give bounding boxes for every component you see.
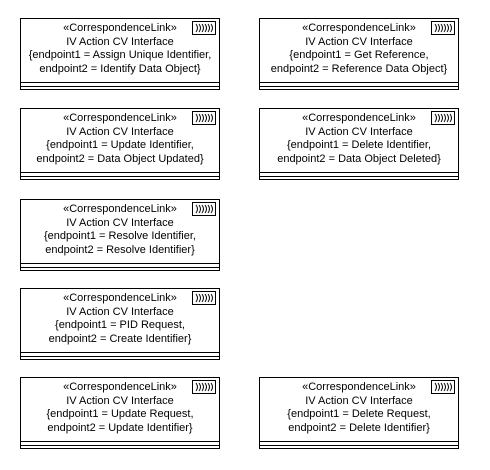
element-name: IV Action CV Interface bbox=[66, 216, 174, 229]
endpoint2-tag: endpoint2 = Reference Data Object} bbox=[270, 62, 448, 75]
compartment-divider bbox=[21, 82, 219, 87]
endpoint1-tag: {endpoint1 = Update Request, bbox=[46, 408, 194, 420]
stereotype-label: «CorrespondenceLink» bbox=[63, 112, 177, 124]
correspondence-link-icon bbox=[431, 380, 455, 394]
endpoint2-tag: endpoint2 = Identify Data Object} bbox=[39, 62, 201, 75]
compartment-divider bbox=[21, 172, 219, 177]
compartment-divider bbox=[260, 172, 458, 177]
correspondence-link-box[interactable]: «CorrespondenceLink» IV Action CV Interf… bbox=[259, 377, 459, 449]
box-label: «CorrespondenceLink» IV Action CV Interf… bbox=[21, 112, 219, 166]
compartment-divider bbox=[260, 82, 458, 87]
correspondence-link-icon bbox=[431, 111, 455, 125]
correspondence-link-box[interactable]: «CorrespondenceLink» IV Action CV Interf… bbox=[259, 18, 459, 90]
correspondence-link-icon bbox=[192, 380, 216, 394]
box-label: «CorrespondenceLink» IV Action CV Interf… bbox=[260, 381, 458, 435]
correspondence-link-box[interactable]: «CorrespondenceLink» IV Action CV Interf… bbox=[20, 108, 220, 180]
element-name: IV Action CV Interface bbox=[66, 305, 174, 318]
compartment-divider bbox=[21, 352, 219, 357]
endpoint1-tag: {endpoint1 = Update Identifier, bbox=[46, 139, 194, 151]
compartment-divider bbox=[260, 441, 458, 446]
correspondence-link-box[interactable]: «CorrespondenceLink» IV Action CV Interf… bbox=[20, 199, 220, 271]
endpoint2-tag: endpoint2 = Delete Identifier} bbox=[288, 421, 430, 434]
correspondence-link-box[interactable]: «CorrespondenceLink» IV Action CV Interf… bbox=[20, 377, 220, 449]
stereotype-label: «CorrespondenceLink» bbox=[63, 203, 177, 215]
element-name: IV Action CV Interface bbox=[66, 394, 174, 407]
endpoint1-tag: {endpoint1 = Delete Request, bbox=[287, 408, 431, 420]
box-label: «CorrespondenceLink» IV Action CV Interf… bbox=[260, 112, 458, 166]
correspondence-link-box[interactable]: «CorrespondenceLink» IV Action CV Interf… bbox=[20, 18, 220, 90]
stereotype-label: «CorrespondenceLink» bbox=[63, 292, 177, 304]
element-name: IV Action CV Interface bbox=[66, 35, 174, 48]
stereotype-label: «CorrespondenceLink» bbox=[63, 22, 177, 34]
box-label: «CorrespondenceLink» IV Action CV Interf… bbox=[21, 292, 219, 346]
correspondence-link-icon bbox=[431, 21, 455, 35]
endpoint2-tag: endpoint2 = Create Identifier} bbox=[48, 332, 192, 345]
endpoint1-tag: {endpoint1 = Assign Unique Identifier, bbox=[28, 49, 212, 61]
stereotype-label: «CorrespondenceLink» bbox=[302, 22, 416, 34]
endpoint2-tag: endpoint2 = Data Object Updated} bbox=[36, 152, 204, 165]
correspondence-link-icon bbox=[192, 111, 216, 125]
element-name: IV Action CV Interface bbox=[305, 125, 413, 138]
box-label: «CorrespondenceLink» IV Action CV Interf… bbox=[21, 22, 219, 76]
box-label: «CorrespondenceLink» IV Action CV Interf… bbox=[21, 203, 219, 257]
correspondence-link-icon bbox=[192, 291, 216, 305]
stereotype-label: «CorrespondenceLink» bbox=[302, 381, 416, 393]
endpoint1-tag: {endpoint1 = Resolve Identifier, bbox=[44, 230, 196, 242]
correspondence-link-icon bbox=[192, 21, 216, 35]
endpoint2-tag: endpoint2 = Data Object Deleted} bbox=[277, 152, 441, 165]
box-label: «CorrespondenceLink» IV Action CV Interf… bbox=[260, 22, 458, 76]
box-label: «CorrespondenceLink» IV Action CV Interf… bbox=[21, 381, 219, 435]
stereotype-label: «CorrespondenceLink» bbox=[302, 112, 416, 124]
element-name: IV Action CV Interface bbox=[305, 394, 413, 407]
endpoint2-tag: endpoint2 = Update Identifier} bbox=[47, 421, 193, 434]
correspondence-link-box[interactable]: «CorrespondenceLink» IV Action CV Interf… bbox=[259, 108, 459, 180]
endpoint1-tag: {endpoint1 = Delete Identifier, bbox=[286, 139, 432, 151]
stereotype-label: «CorrespondenceLink» bbox=[63, 381, 177, 393]
endpoint1-tag: {endpoint1 = Get Reference, bbox=[289, 49, 429, 61]
correspondence-link-icon bbox=[192, 202, 216, 216]
compartment-divider bbox=[21, 441, 219, 446]
compartment-divider bbox=[21, 263, 219, 268]
element-name: IV Action CV Interface bbox=[66, 125, 174, 138]
element-name: IV Action CV Interface bbox=[305, 35, 413, 48]
endpoint2-tag: endpoint2 = Resolve Identifier} bbox=[45, 243, 195, 256]
endpoint1-tag: {endpoint1 = PID Request, bbox=[55, 319, 185, 331]
correspondence-link-box[interactable]: «CorrespondenceLink» IV Action CV Interf… bbox=[20, 288, 220, 360]
